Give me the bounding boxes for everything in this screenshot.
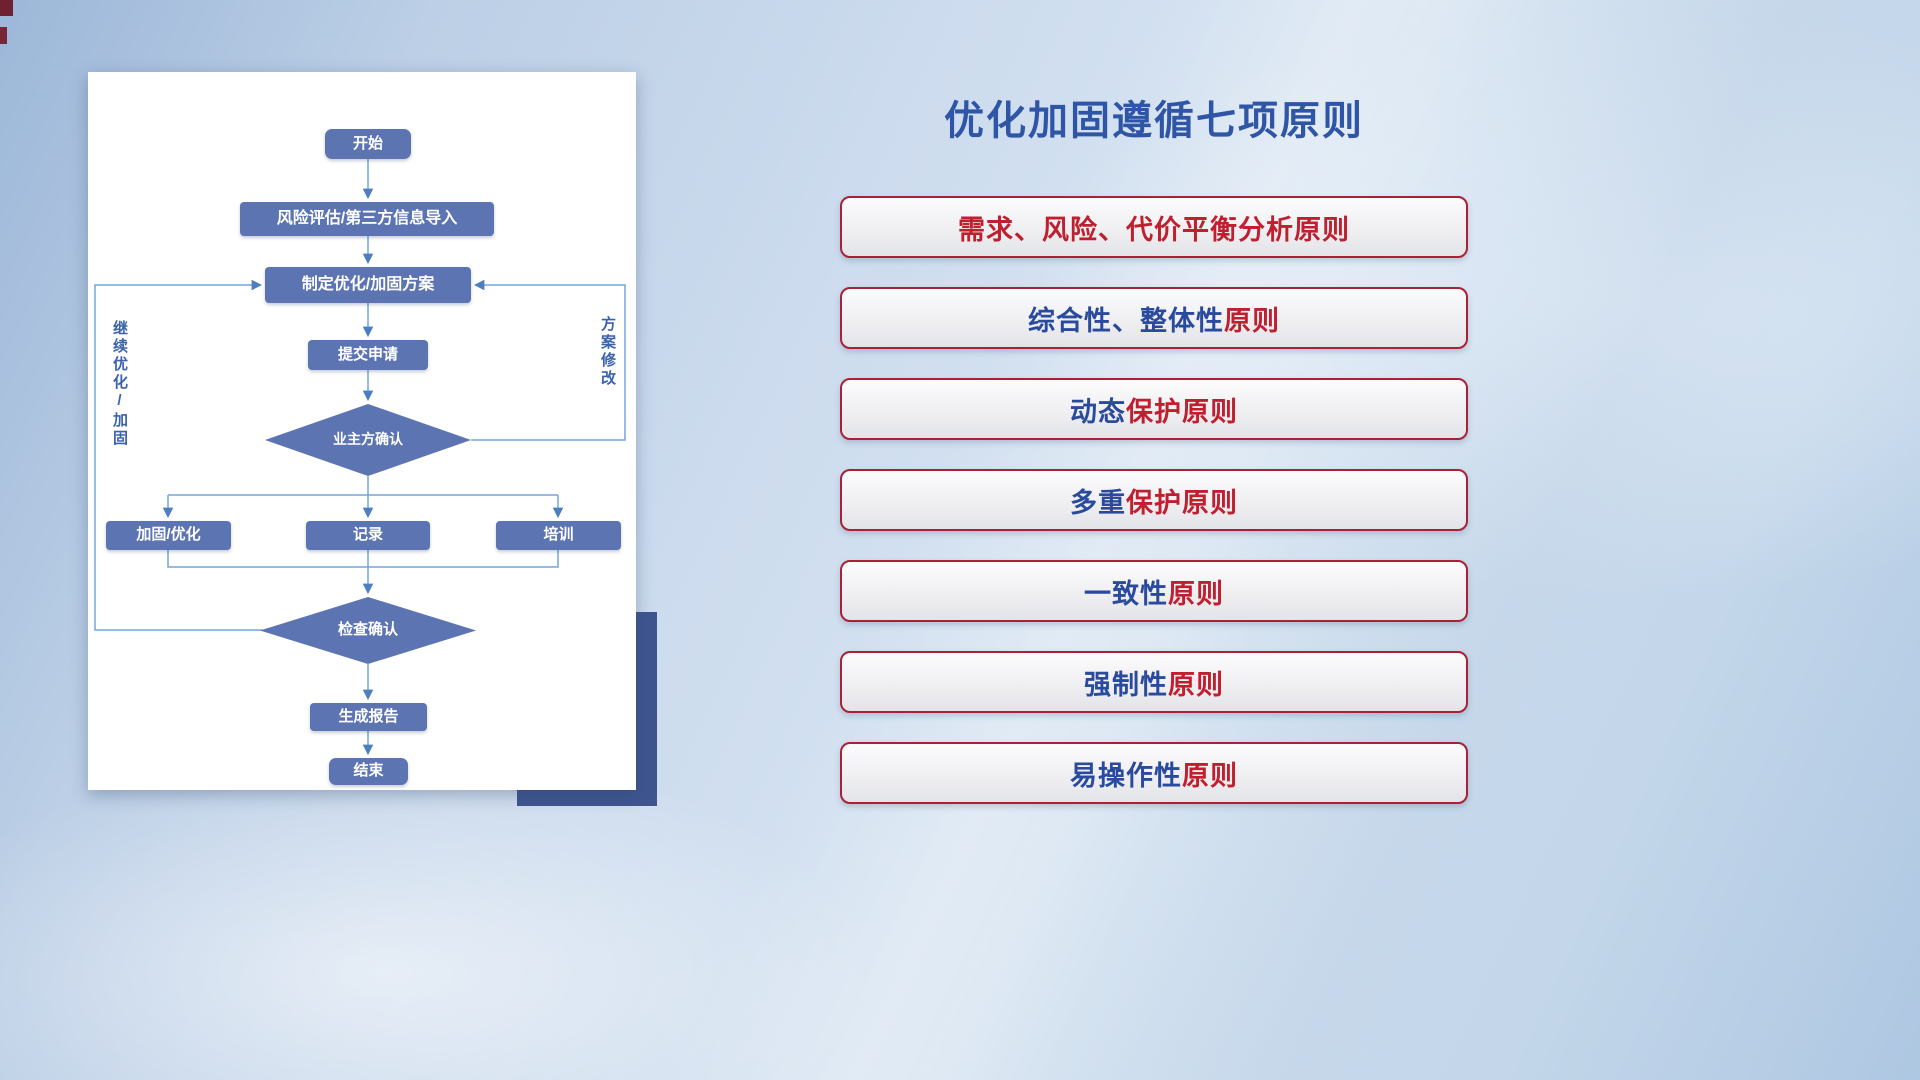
flow-node-make-plan: 制定优化/加固方案	[265, 267, 471, 303]
principle-text-segment: 易操作性	[1070, 760, 1182, 791]
flow-node-generate-report: 生成报告	[310, 703, 427, 731]
principle-box: 强制性原则	[840, 651, 1468, 713]
page-title: 优化加固遵循七项原则	[944, 99, 1364, 143]
principle-text-segment: 多重	[1070, 487, 1126, 518]
principle-text-segment: 保护原则	[1126, 487, 1238, 518]
principle-box: 动态保护原则	[840, 378, 1468, 440]
flow-node-training: 培训	[496, 521, 621, 550]
principle-box: 多重保护原则	[840, 469, 1468, 531]
corner-mark-2	[0, 27, 7, 44]
principle-text-segment: 原则	[1168, 578, 1224, 609]
flowchart-card: 开始 风险评估/第三方信息导入 制定优化/加固方案 提交申请 业主方确认 加固/…	[88, 72, 636, 790]
principle-box: 综合性、整体性原则	[840, 287, 1468, 349]
flow-node-start: 开始	[325, 129, 411, 159]
flow-node-risk-assessment: 风险评估/第三方信息导入	[240, 202, 494, 236]
flow-label-continue-optimize: 继续优化/加固	[111, 320, 128, 448]
principle-text-segment: 一致性	[1084, 578, 1168, 609]
principle-text-segment: 强制性	[1084, 669, 1168, 700]
principle-text-segment: 原则	[1182, 760, 1238, 791]
flow-node-end: 结束	[329, 758, 408, 785]
principles-list: 需求、风险、代价平衡分析原则综合性、整体性原则动态保护原则多重保护原则一致性原则…	[840, 196, 1468, 804]
flow-label-plan-modify: 方案修改	[599, 316, 616, 388]
principle-text-segment: 需求、风险、代价平衡分析原则	[958, 214, 1350, 245]
flow-node-submit-application: 提交申请	[308, 340, 428, 370]
principle-text-segment: 综合性、整体性	[1028, 305, 1224, 336]
principle-text-segment: 原则	[1168, 669, 1224, 700]
principle-box: 易操作性原则	[840, 742, 1468, 804]
principle-text-segment: 动态	[1070, 396, 1126, 427]
corner-mark-1	[0, 0, 13, 16]
flow-node-harden-optimize: 加固/优化	[106, 521, 231, 550]
principle-box: 需求、风险、代价平衡分析原则	[840, 196, 1468, 258]
principle-text-segment: 原则	[1224, 305, 1280, 336]
flow-connectors	[94, 159, 626, 756]
flow-node-record: 记录	[306, 521, 430, 550]
principle-text-segment: 保护原则	[1126, 396, 1238, 427]
principle-box: 一致性原则	[840, 560, 1468, 622]
